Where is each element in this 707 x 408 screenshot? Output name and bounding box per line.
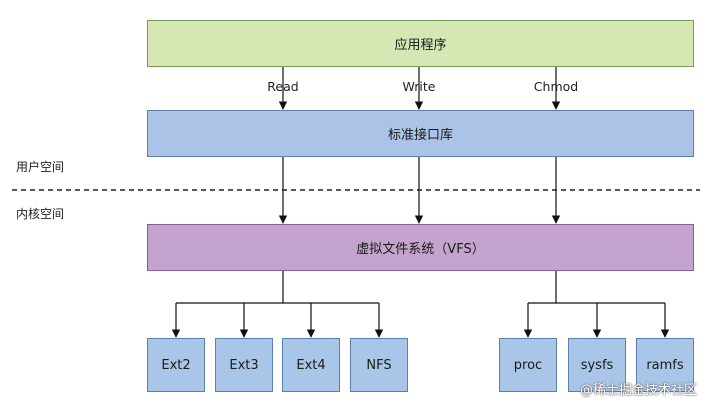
user-space-label: 用户空间 bbox=[16, 160, 65, 174]
application-box: 应用程序 bbox=[147, 20, 694, 67]
call-label-read: Read bbox=[267, 79, 299, 94]
fs-box-ext2: Ext2 bbox=[147, 338, 205, 392]
watermark: @稀土掘金技术社区 bbox=[579, 383, 697, 398]
vfs-box: 虚拟文件系统（VFS） bbox=[147, 224, 694, 271]
application-label: 应用程序 bbox=[394, 38, 447, 53]
fs-label: sysfs bbox=[580, 357, 614, 373]
fs-box-sysfs: sysfs bbox=[568, 338, 626, 392]
vfs-label: 虚拟文件系统（VFS） bbox=[356, 242, 485, 257]
kernel-space-label: 内核空间 bbox=[16, 207, 65, 221]
fs-label: Ext4 bbox=[296, 357, 326, 373]
fs-box-ext3: Ext3 bbox=[215, 338, 273, 392]
fs-box-proc: proc bbox=[499, 338, 557, 392]
fs-label: proc bbox=[513, 357, 543, 373]
standard-library-box: 标准接口库 bbox=[147, 110, 694, 157]
fs-label: NFS bbox=[366, 357, 392, 373]
call-label-write: Write bbox=[402, 79, 436, 94]
fs-box-ramfs: ramfs bbox=[636, 338, 694, 392]
fs-label: ramfs bbox=[646, 357, 684, 373]
standard-library-label: 标准接口库 bbox=[387, 128, 453, 143]
fs-box-ext4: Ext4 bbox=[282, 338, 340, 392]
fs-box-nfs: NFS bbox=[350, 338, 408, 392]
call-label-chmod: Chmod bbox=[533, 79, 579, 94]
fs-label: Ext3 bbox=[229, 357, 259, 373]
fs-label: Ext2 bbox=[161, 357, 191, 373]
